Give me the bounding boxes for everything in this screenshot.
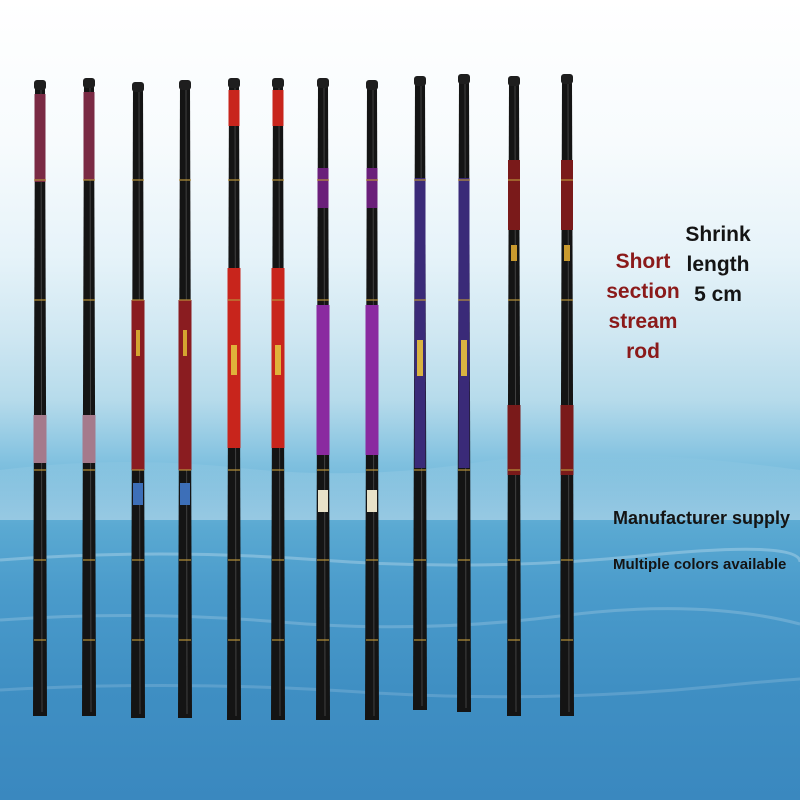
rod-gold-mark xyxy=(136,330,140,356)
rod-9 xyxy=(413,76,427,710)
rod-gold-mark xyxy=(275,345,281,375)
rod-label-chip xyxy=(180,483,190,505)
rod-gold-mark xyxy=(461,340,467,376)
rod-tip-cap xyxy=(132,82,144,92)
rod-tip-cap xyxy=(414,76,426,86)
rod-accent-band xyxy=(316,305,330,455)
rod-accent-lower xyxy=(33,415,47,463)
rod-label-chip xyxy=(367,490,377,512)
rod-accent-upper xyxy=(317,168,329,208)
rod-highlight xyxy=(89,87,92,713)
rod-6 xyxy=(271,78,285,720)
rod-ornament-upper xyxy=(561,160,573,230)
shrink-line-1: Shrink xyxy=(685,223,751,246)
short-line-4: rod xyxy=(626,340,660,363)
colors-available-label: Multiple colors available xyxy=(613,556,787,573)
rod-7 xyxy=(316,78,330,720)
rod-accent-band xyxy=(458,178,470,468)
rod-accent-band xyxy=(178,300,192,470)
rod-11 xyxy=(507,76,521,716)
rod-3 xyxy=(131,82,145,718)
rod-accent-upper xyxy=(366,168,378,208)
rod-accent-lower xyxy=(82,415,96,463)
rod-1 xyxy=(33,80,47,716)
rod-2 xyxy=(82,78,96,716)
rod-8 xyxy=(365,80,379,720)
rod-tip-cap xyxy=(458,74,470,84)
rod-tip-cap xyxy=(228,78,240,88)
rod-blank xyxy=(33,86,47,716)
rod-tip-cap xyxy=(561,74,573,84)
rod-gold-mark xyxy=(511,245,517,261)
rod-gold-mark xyxy=(417,340,423,376)
rod-ornament-lower xyxy=(507,405,521,475)
rod-blank xyxy=(507,82,521,716)
rod-ornament-upper xyxy=(508,160,520,230)
rod-blank xyxy=(560,80,574,716)
rod-accent-band xyxy=(414,178,426,468)
rod-label-chip xyxy=(133,483,143,505)
rod-accent-upper xyxy=(83,92,95,180)
rod-10 xyxy=(457,74,471,712)
short-line-3: stream xyxy=(608,310,678,333)
rod-tip-cap xyxy=(83,78,95,88)
shrink-line-3: 5 cm xyxy=(694,283,742,306)
rod-tip-cap xyxy=(34,80,46,90)
rod-accent-upper xyxy=(34,94,46,182)
rod-accent-upper xyxy=(228,90,240,126)
rod-12 xyxy=(560,74,574,716)
rod-5 xyxy=(227,78,241,720)
rod-gold-mark xyxy=(564,245,570,261)
rod-accent-upper xyxy=(272,90,284,126)
rod-highlight xyxy=(40,89,43,713)
rod-4 xyxy=(178,80,192,718)
rod-tip-cap xyxy=(179,80,191,90)
rod-accent-band xyxy=(365,305,379,455)
rod-gold-mark xyxy=(183,330,187,356)
shrink-line-2: length xyxy=(686,253,750,276)
rod-accent-band xyxy=(131,300,145,470)
rod-ornament-lower xyxy=(560,405,574,475)
short-line-2: section xyxy=(606,280,680,303)
rod-blank xyxy=(82,84,96,716)
short-section-label: Short section stream rod xyxy=(605,247,681,367)
shrink-length-label: Shrink length 5 cm xyxy=(680,220,756,310)
short-line-1: Short xyxy=(615,250,671,273)
rod-tip-cap xyxy=(366,80,378,90)
rod-tip-cap xyxy=(508,76,520,86)
rod-label-chip xyxy=(318,490,328,512)
rod-tip-cap xyxy=(317,78,329,88)
rod-tip-cap xyxy=(272,78,284,88)
rod-gold-mark xyxy=(231,345,237,375)
manufacturer-supply-label: Manufacturer supply xyxy=(613,508,791,528)
